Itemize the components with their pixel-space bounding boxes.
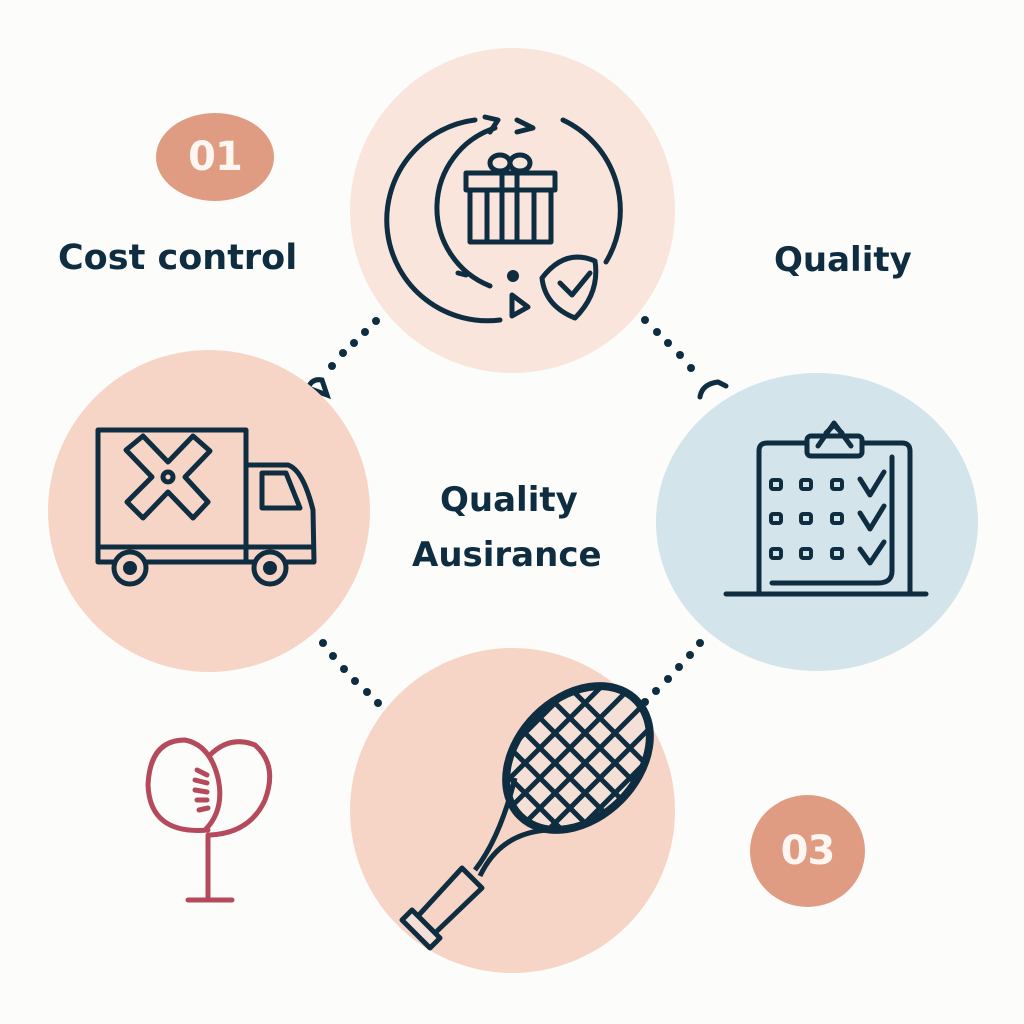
gift-cycle-shield-icon (384, 114, 623, 324)
node-right-circle (656, 373, 978, 671)
center-title-line1: Quality (440, 480, 578, 520)
center-title-line2: Ausirance (412, 535, 602, 575)
step-label-cost-control: Cost control (58, 238, 298, 278)
delivery-truck-x-icon (95, 427, 317, 587)
step-badge-01: 01 (156, 113, 274, 201)
node-top-circle (350, 48, 675, 373)
step-badge-03: 03 (750, 795, 865, 907)
step-label-quality: Quality (774, 240, 912, 280)
node-left-circle (48, 350, 370, 672)
heart-stem-icon (145, 737, 273, 903)
tennis-racket-icon (399, 657, 675, 951)
clipboard-checklist-icon (723, 420, 929, 597)
node-bottom-circle (350, 648, 675, 973)
